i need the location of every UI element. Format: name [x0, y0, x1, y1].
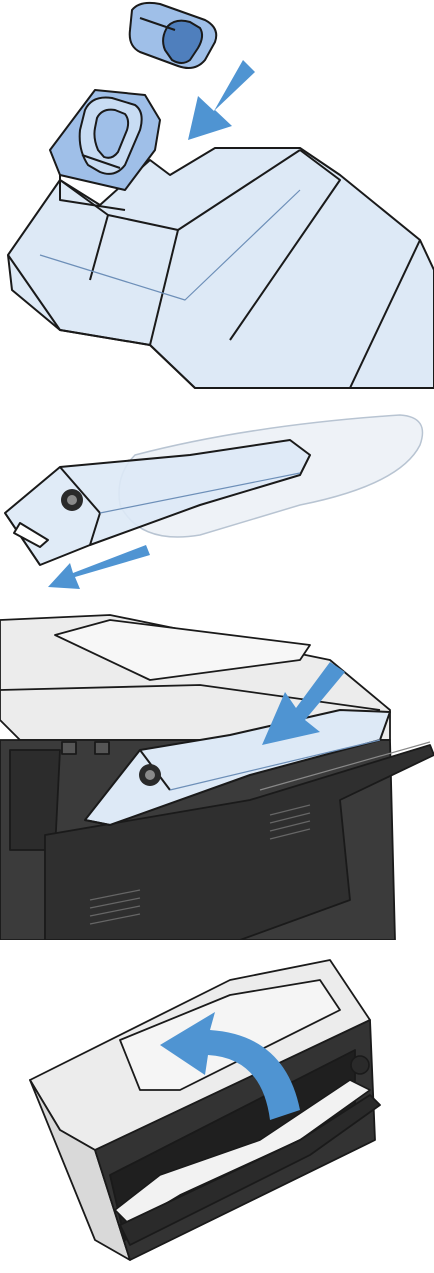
gear-icon	[61, 489, 83, 511]
step-2-illustration	[0, 395, 434, 600]
step-2-panel	[0, 395, 434, 600]
step-4-panel	[0, 940, 434, 1273]
step-1-illustration	[0, 0, 434, 395]
detached-handle	[130, 3, 217, 68]
step-3-panel	[0, 600, 434, 940]
step-1-panel	[0, 0, 434, 395]
step-3-illustration	[0, 600, 434, 940]
step-4-illustration	[0, 940, 434, 1273]
toner-cartridge	[8, 148, 434, 388]
gear-icon	[139, 764, 161, 786]
arrow-icon	[188, 60, 255, 140]
